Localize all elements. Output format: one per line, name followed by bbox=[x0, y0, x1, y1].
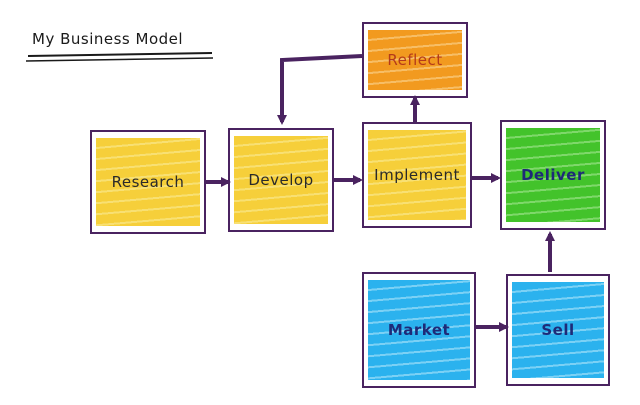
node-reflect-label: Reflect bbox=[387, 51, 443, 69]
node-research-fill bbox=[96, 138, 200, 226]
node-implement: Implement bbox=[362, 122, 472, 228]
node-sell-label: Sell bbox=[541, 321, 575, 339]
node-implement-label: Implement bbox=[374, 166, 460, 184]
node-sell: Sell bbox=[506, 274, 610, 386]
node-market-fill bbox=[368, 280, 470, 380]
node-reflect: Reflect bbox=[362, 22, 468, 98]
title-underline bbox=[27, 52, 213, 57]
node-sell-fill bbox=[512, 282, 604, 378]
node-deliver: Deliver bbox=[500, 120, 606, 230]
title-underline-2 bbox=[25, 57, 214, 62]
node-implement-fill bbox=[368, 130, 466, 220]
node-reflect-fill bbox=[368, 30, 462, 90]
node-market-label: Market bbox=[387, 321, 451, 339]
node-market: Market bbox=[362, 272, 476, 388]
node-research: Research bbox=[90, 130, 206, 234]
node-develop-label: Develop bbox=[248, 171, 314, 189]
node-deliver-label: Deliver bbox=[521, 166, 585, 184]
edge-reflect-develop bbox=[277, 54, 363, 125]
diagram-title: My Business Model bbox=[32, 30, 184, 48]
node-research-label: Research bbox=[111, 173, 185, 191]
node-deliver-fill bbox=[506, 128, 600, 222]
node-develop-fill bbox=[234, 136, 328, 224]
node-develop: Develop bbox=[228, 128, 334, 232]
